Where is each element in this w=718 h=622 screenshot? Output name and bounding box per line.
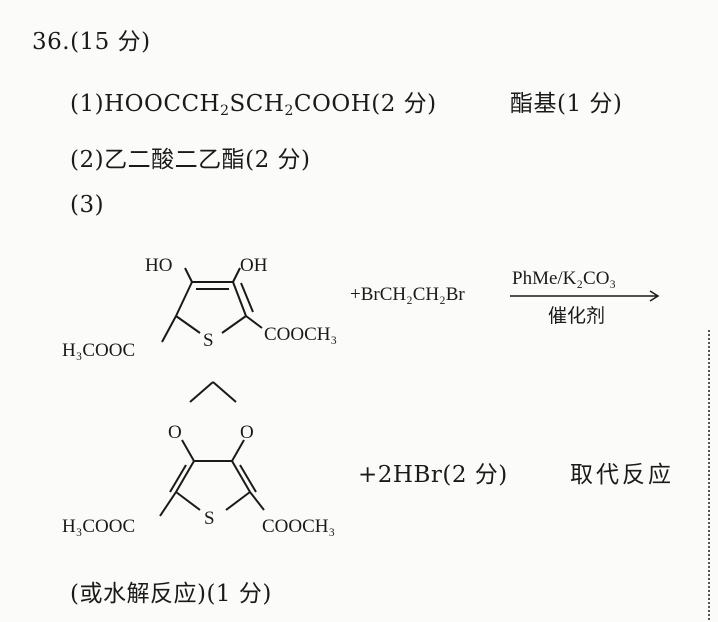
reagent-dibromoethane: +BrCH₂CH₂Br [350, 284, 465, 305]
reactant-oh-right: OH [240, 255, 268, 276]
reactant-ester-left: H₃COOC [62, 340, 135, 361]
part2-score: (2 分) [245, 147, 311, 173]
part2-label: (2) [70, 147, 105, 173]
arrow-condition-top: PhMe/K₂CO₃ [512, 268, 616, 289]
reactant-oh-left: HO [145, 255, 172, 276]
part1-label: (1) [70, 91, 105, 117]
page-edge-dotted [708, 330, 710, 620]
alt-type-line: (或水解反应)(1 分) [70, 574, 272, 608]
alt-reaction-type: (或水解反应) [70, 581, 207, 607]
product-sulfur: S [204, 508, 215, 529]
part1-answer-score: (1 分) [557, 91, 623, 117]
product-ester-right: COOCH₃ [262, 516, 335, 537]
part1-line: (1)HOOCCH2SCH2COOH(2 分) [70, 84, 437, 119]
part2-answer: 乙二酸二乙酯 [104, 147, 246, 173]
arrow-condition-bottom: 催化剂 [548, 305, 605, 327]
byproduct-hbr: +2HBr [358, 462, 443, 488]
byproduct-score: (2 分) [442, 462, 508, 488]
reactant-sulfur: S [203, 330, 214, 351]
product-oxygen-left: O [168, 422, 182, 443]
product-oxygen-right: O [240, 422, 254, 443]
reaction-type: 取代反应 [570, 462, 674, 488]
question-number: 36.(15 分) [32, 29, 151, 55]
part1-answer-line: 酯基(1 分) [510, 84, 622, 118]
reactant-structure [161, 267, 263, 343]
part1-answer: 酯基 [510, 91, 557, 117]
byproduct-line: +2HBr(2 分) [358, 455, 508, 489]
part1-formula: HOOCCH2SCH2COOH [104, 91, 372, 119]
product-structure [159, 381, 265, 517]
reactant-ester-right: COOCH₃ [264, 324, 337, 345]
part3-label: (3) [70, 192, 105, 218]
part1-score: (2 分) [371, 91, 437, 117]
part2-line: (2)乙二酸二乙酯(2 分) [70, 140, 310, 174]
product-ester-left: H₃COOC [62, 516, 135, 537]
reaction-arrow-head [649, 290, 660, 302]
alt-type-score: (1 分) [206, 581, 272, 607]
